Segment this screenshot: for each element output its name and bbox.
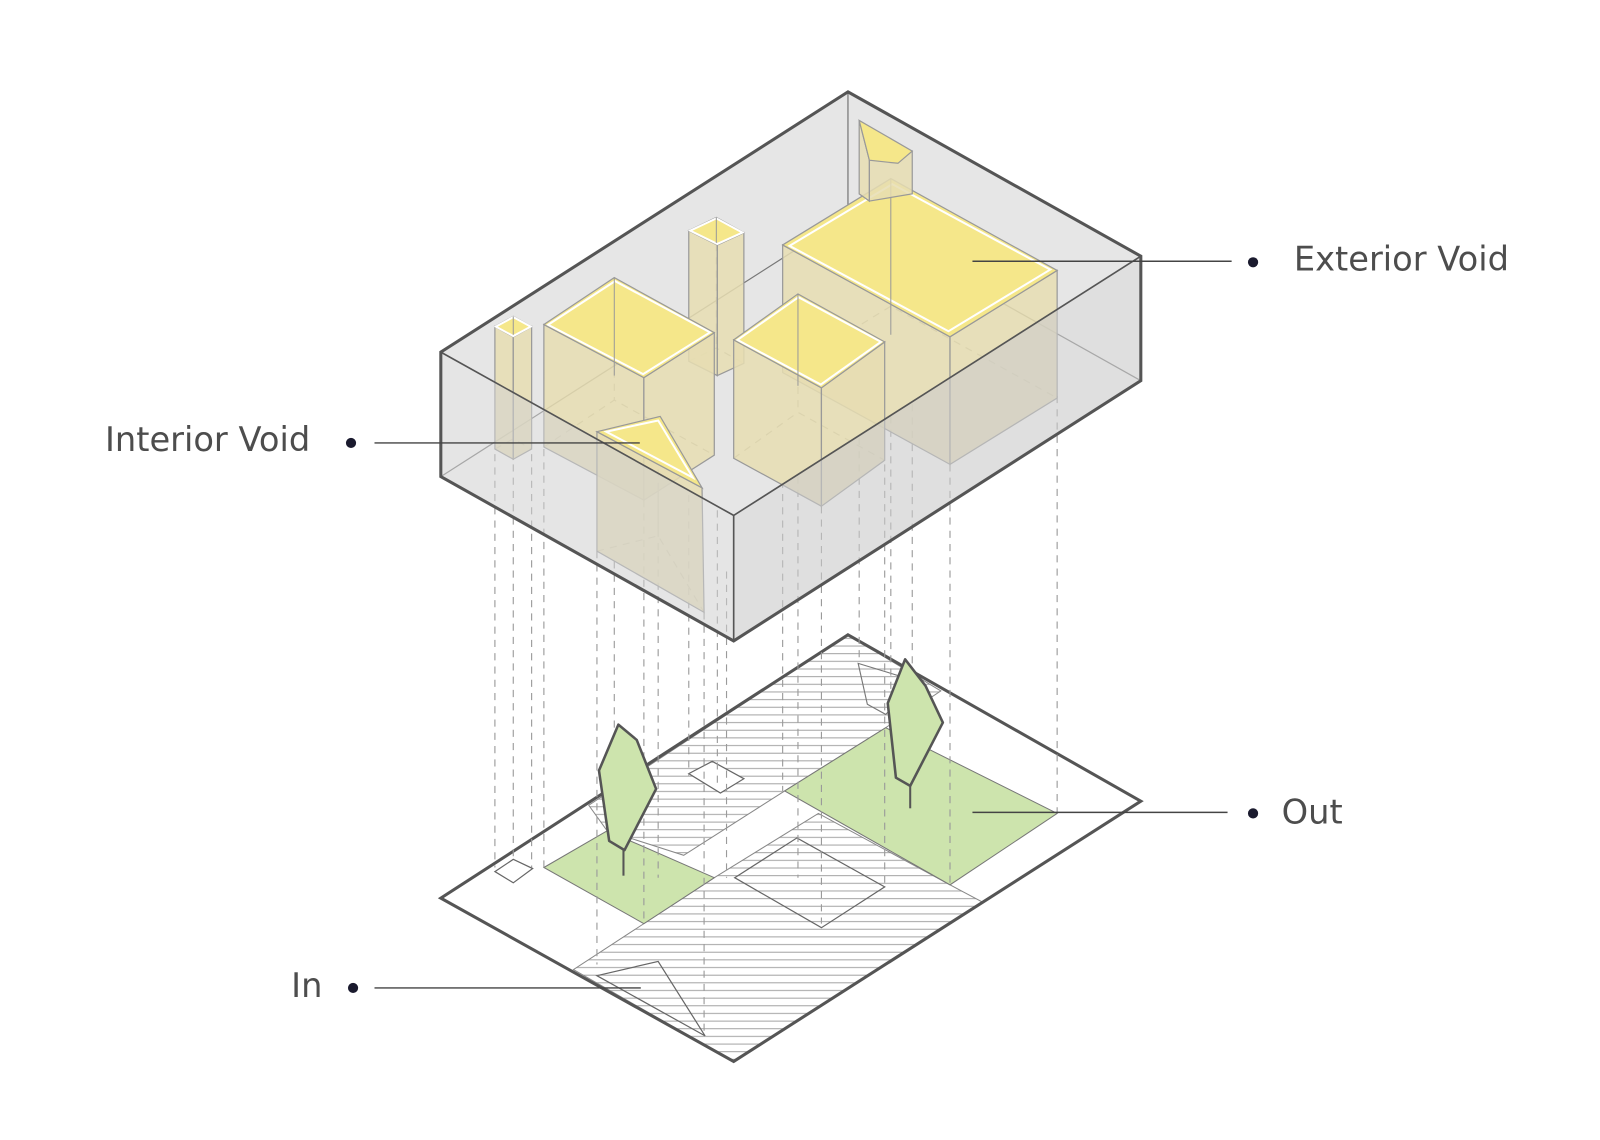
plan-triangle-in — [595, 960, 706, 1037]
label-text: Exterior Void — [1294, 239, 1509, 278]
label-text: In — [291, 966, 322, 1005]
label-text: Interior Void — [105, 420, 310, 459]
label-out: Out — [972, 793, 1343, 832]
plan-diamond-left — [493, 858, 534, 884]
tree-left — [597, 723, 658, 876]
tree-right — [886, 658, 945, 809]
label-interior-void: Interior Void — [105, 420, 640, 459]
plan-square-center — [733, 837, 886, 929]
ground-plate-outline — [437, 633, 1144, 1064]
void-pillar-back — [858, 119, 914, 203]
label-exterior-void: Exterior Void — [972, 239, 1509, 278]
garden-left — [542, 830, 716, 925]
volume-right-face — [733, 256, 1141, 641]
label-in: In — [291, 966, 641, 1005]
volume-outline — [439, 90, 1143, 643]
volume-left-face — [440, 352, 734, 641]
ground-plan — [437, 633, 1144, 1064]
building-volume — [439, 90, 1143, 643]
label-text: Out — [1282, 793, 1343, 832]
